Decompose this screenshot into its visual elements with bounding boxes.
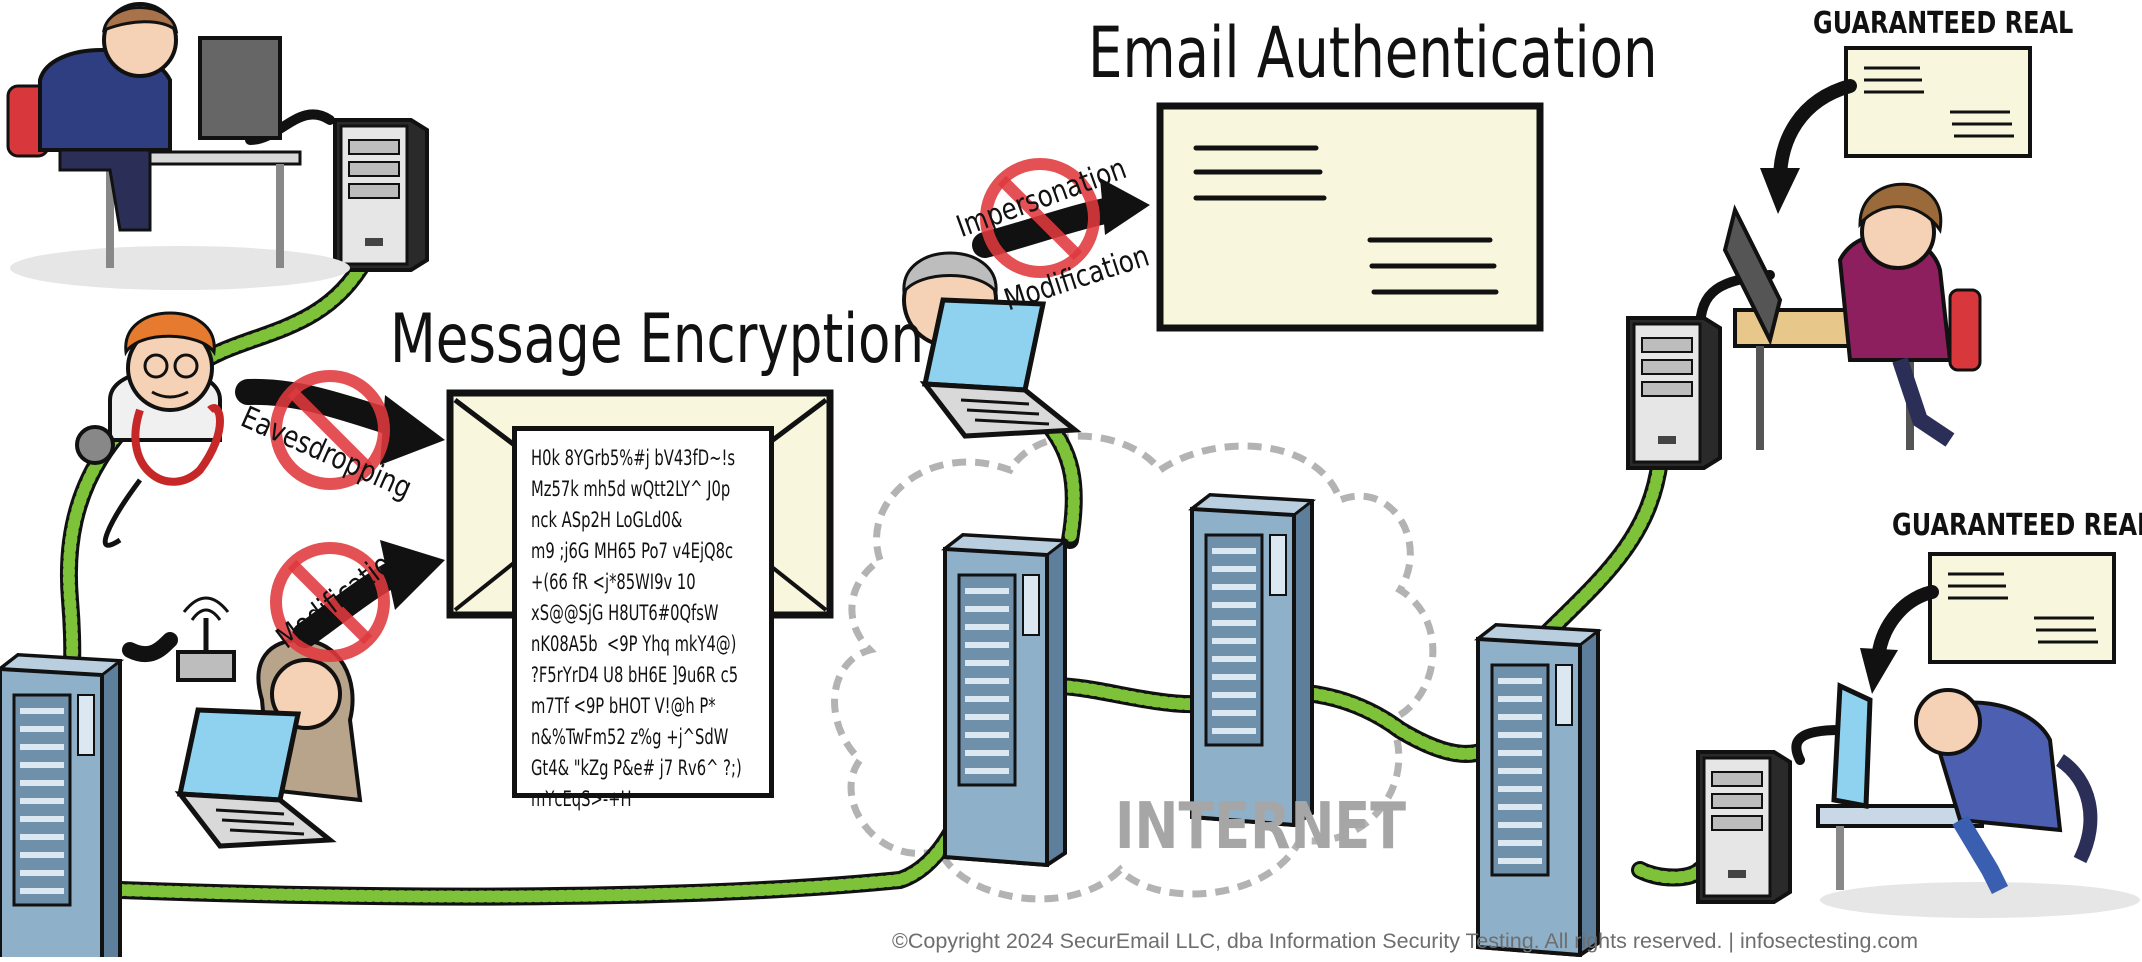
ciphertext-line: ?F5rYrD4 U8 bH6E ]9u6R c5 — [531, 663, 739, 687]
internet-cloud — [831, 432, 1437, 903]
sender-illustration — [6, 2, 350, 290]
ciphertext-line: xS@@SjG H8UT6#0QfsW — [531, 601, 719, 625]
server-left — [0, 655, 120, 957]
tower-recipient-top — [1626, 316, 1722, 470]
ciphertext-line: Mz57k mh5d wQtt2LY^ J0p — [531, 477, 731, 501]
ciphertext-line: m7Tf <9P bHOT V!@h P* — [531, 694, 716, 718]
server-internet-1 — [945, 535, 1065, 865]
server-right — [1478, 625, 1598, 955]
ciphertext-line: H0k 8YGrb5%#j bV43fD~!s — [531, 446, 736, 470]
ciphertext-line: m9 ;j6G MH65 Po7 v4EjQ8c — [531, 539, 734, 563]
laptop-impersonator — [925, 300, 1075, 436]
guaranteed-envelope-bottom — [1928, 552, 2116, 664]
wifi-router-illustration — [176, 596, 236, 682]
eavesdropper-illustration — [75, 311, 224, 548]
copyright-footer: ©Copyright 2024 SecurEmail LLC, dba Info… — [892, 929, 1919, 953]
authenticated-envelope — [1156, 102, 1544, 332]
email-authentication-title: Email Authentication — [1088, 12, 1658, 94]
guaranteed-real-bottom-label: GUARANTEED REAL — [1892, 508, 2142, 543]
delivery-arrows — [1760, 79, 1939, 694]
internet-label: INTERNET — [1115, 790, 1407, 864]
ciphertext-card: H0k 8YGrb5%#j bV43fD~!s Mz57k mh5d wQtt2… — [512, 426, 774, 811]
guaranteed-real-top-label: GUARANTEED REAL — [1813, 6, 2074, 41]
ciphertext-line: mYcEqS>-+H — [531, 787, 632, 811]
guaranteed-envelope-top — [1844, 46, 2032, 158]
server-internet-2 — [1192, 495, 1312, 825]
ciphertext-line: n&%TwFm52 z%g +j^SdW — [531, 725, 729, 749]
ciphertext-line: Gt4& "kZg P&e# j7 Rv6^ ?;) — [531, 756, 742, 780]
tower-sender — [333, 118, 429, 272]
tower-recipient-bottom — [1696, 750, 1792, 904]
recipient-top-illustration — [1722, 182, 1982, 450]
ciphertext-line: +(66 fR <j*85WI9v 10 — [531, 570, 696, 594]
message-encryption-title: Message Encryption — [390, 300, 925, 379]
recipient-bottom-illustration — [1816, 682, 2140, 918]
ciphertext-line: nck ASp2H LoGLd0& — [531, 508, 683, 532]
ciphertext-line: nK08A5b <9P Yhq mkY4@) — [531, 632, 737, 656]
